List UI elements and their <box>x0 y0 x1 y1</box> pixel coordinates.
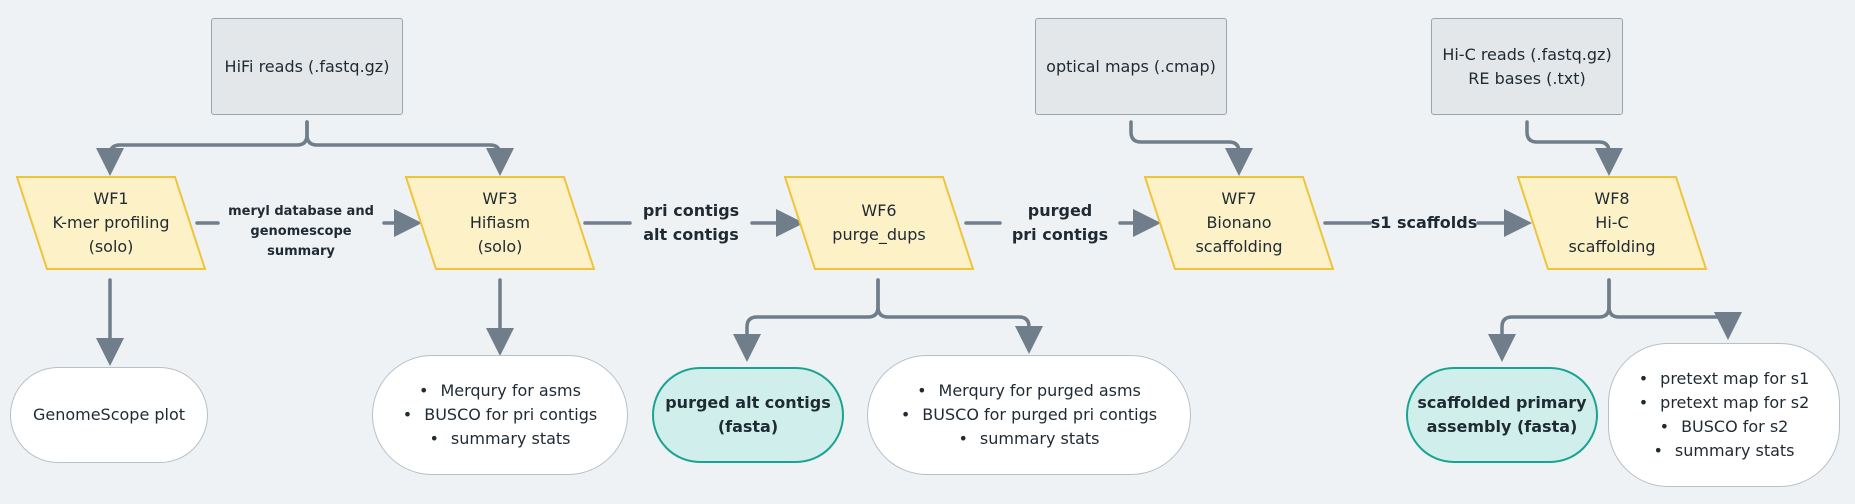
wf3-qc-list: Merqury for asms BUSCO for pri contigs s… <box>403 379 597 451</box>
list-item: summary stats <box>1639 439 1810 463</box>
wf6-qc-output: Merqury for purged asms BUSCO for purged… <box>867 355 1191 475</box>
wf1-id: WF1 <box>93 189 129 208</box>
edge-label-line: genomescope summary <box>250 224 352 259</box>
wf3-wf6-edge-label: pri contigs alt contigs <box>630 199 752 247</box>
scaffolded-assembly-label: scaffolded primary <box>1417 393 1587 412</box>
scaffolded-format-label: assembly (fasta) <box>1426 417 1578 436</box>
wf8-node: WF8 Hi-C scaffolding <box>1516 175 1708 271</box>
list-item: pretext map for s2 <box>1639 391 1809 415</box>
hic-to-wf8-connector <box>1525 120 1623 176</box>
genomescope-plot-output: GenomeScope plot <box>10 367 208 463</box>
hifi-reads-input: HiFi reads (.fastq.gz) <box>211 18 403 115</box>
wf6-to-qc-connector <box>876 278 1043 354</box>
wf3-node: WF3 Hifiasm (solo) <box>404 175 596 271</box>
wf8-mode: scaffolding <box>1568 237 1656 256</box>
wf3-name: Hifiasm <box>469 213 531 232</box>
re-bases-label: RE bases (.txt) <box>1468 68 1586 88</box>
edge-label-line: alt contigs <box>643 225 739 244</box>
wf7-node: WF7 Bionano scaffolding <box>1143 175 1335 271</box>
list-item: summary stats <box>403 427 597 451</box>
hic-reads-input: Hi-C reads (.fastq.gz) RE bases (.txt) <box>1431 18 1623 115</box>
wf8-to-scaffolded-connector <box>1488 278 1611 362</box>
wf8-name: Hi-C <box>1595 213 1629 232</box>
wf6-to-purged-alt-connector <box>733 278 880 362</box>
edge-label-line: pri contigs <box>642 201 740 220</box>
wf1-node: WF1 K-mer profiling (solo) <box>15 175 207 271</box>
genomescope-plot-label: GenomeScope plot <box>32 405 186 424</box>
optical-maps-label: optical maps (.cmap) <box>1046 56 1216 76</box>
list-item: pretext map for s1 <box>1639 367 1809 391</box>
list-item: summary stats <box>901 427 1157 451</box>
edge-label-line: pri contigs <box>1011 225 1109 244</box>
wf8-qc-output: pretext map for s1 pretext map for s2 BU… <box>1608 343 1840 487</box>
scaffolded-assembly-output: scaffolded primary assembly (fasta) <box>1406 367 1598 463</box>
edge-label-line: purged <box>1027 201 1093 220</box>
list-item: BUSCO for pri contigs <box>403 403 597 427</box>
wf8-to-qc-connector <box>1607 278 1742 340</box>
wf3-id: WF3 <box>482 189 518 208</box>
list-item: Merqury for purged asms <box>901 379 1157 403</box>
wf3-qc-output: Merqury for asms BUSCO for pri contigs s… <box>372 355 628 475</box>
wf1-mode: (solo) <box>88 237 134 256</box>
wf6-name: purge_dups <box>832 225 926 244</box>
edge-label-line: s1 scaffolds <box>1370 213 1478 232</box>
hifi-to-wf3-connector <box>305 120 514 176</box>
hifi-reads-label: HiFi reads (.fastq.gz) <box>224 56 390 76</box>
hic-reads-label: Hi-C reads (.fastq.gz) <box>1442 44 1612 64</box>
wf6-wf7-edge-label: purged pri contigs <box>1000 199 1120 247</box>
wf8-qc-list: pretext map for s1 pretext map for s2 BU… <box>1639 367 1810 463</box>
purged-alt-format-label: (fasta) <box>717 417 779 436</box>
wf3-mode: (solo) <box>477 237 523 256</box>
purged-alt-contigs-label: purged alt contigs <box>665 393 831 412</box>
wf7-name: Bionano <box>1206 213 1272 232</box>
wf6-node: WF6 purge_dups <box>783 175 975 271</box>
optical-to-wf7-connector <box>1129 120 1253 176</box>
wf7-id: WF7 <box>1221 189 1257 208</box>
edge-label-line: meryl database and <box>228 204 374 219</box>
wf1-wf3-edge-label: meryl database and genomescope summary <box>218 202 384 262</box>
wf6-id: WF6 <box>861 201 897 220</box>
hifi-to-wf1-connector <box>96 120 309 176</box>
list-item: BUSCO for s2 <box>1639 415 1810 439</box>
wf1-name: K-mer profiling <box>52 213 170 232</box>
wf6-qc-list: Merqury for purged asms BUSCO for purged… <box>901 379 1157 451</box>
wf8-id: WF8 <box>1594 189 1630 208</box>
wf7-wf8-edge-label: s1 scaffolds <box>1370 211 1478 235</box>
list-item: BUSCO for purged pri contigs <box>901 403 1157 427</box>
purged-alt-contigs-output: purged alt contigs (fasta) <box>652 367 844 463</box>
list-item: Merqury for asms <box>403 379 597 403</box>
wf7-mode: scaffolding <box>1195 237 1283 256</box>
optical-maps-input: optical maps (.cmap) <box>1035 18 1227 115</box>
